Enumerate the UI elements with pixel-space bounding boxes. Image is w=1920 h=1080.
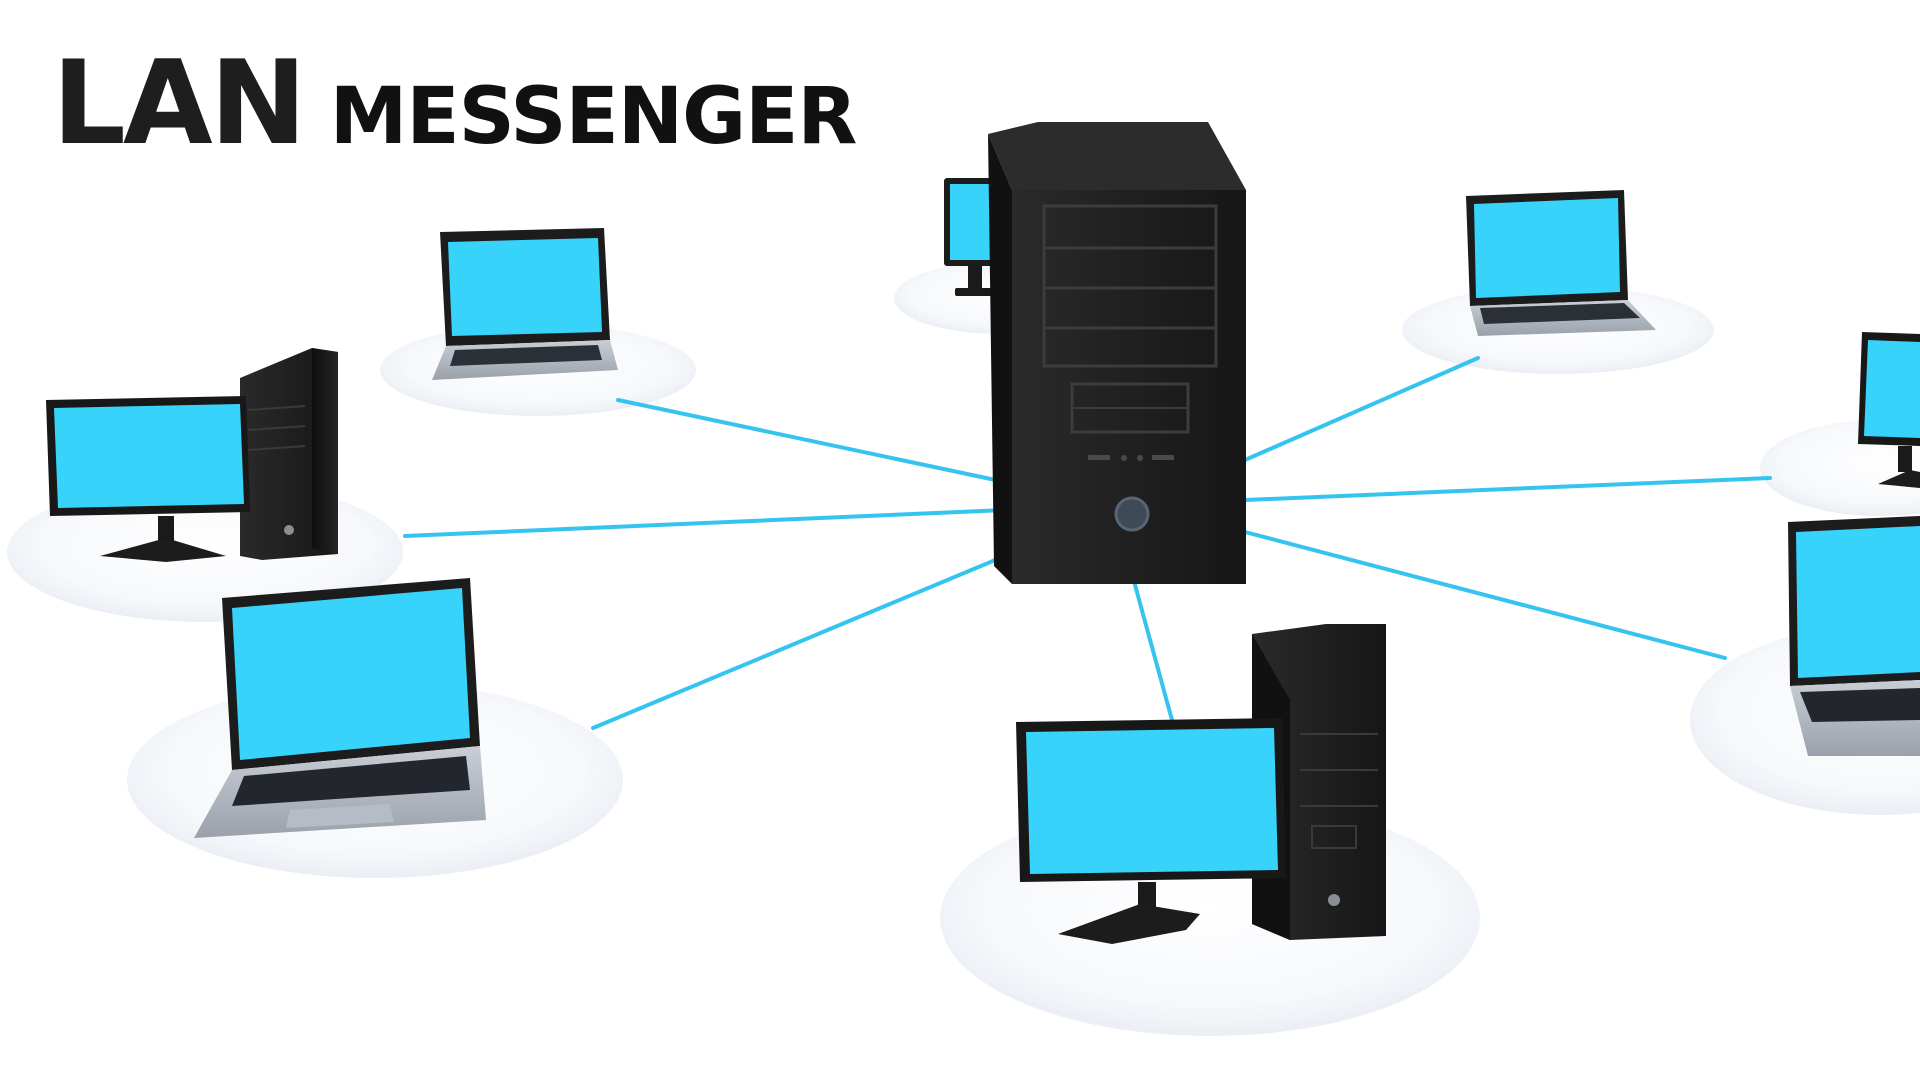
central-server [988, 122, 1246, 584]
laptop-upper-left [432, 228, 618, 380]
link-laptop-lower-left [591, 551, 1014, 730]
laptop-lower-left [194, 578, 486, 838]
title-lan: LAN [52, 36, 307, 171]
link-laptop-upper-right [1243, 356, 1480, 462]
laptop-upper-right [1466, 190, 1656, 336]
title-messenger: MESSENGER [329, 72, 858, 162]
link-desktop-left [403, 508, 1007, 538]
page-title: LAN MESSENGER [52, 36, 858, 171]
laptop-right [1788, 516, 1920, 756]
link-laptop-right [1243, 530, 1727, 660]
monitor-right [1858, 332, 1920, 488]
desktop-bottom [1016, 624, 1386, 944]
desktop-left [46, 348, 338, 562]
link-monitor-right [1243, 476, 1772, 502]
links [403, 356, 1772, 730]
link-desktop-bottom [1130, 572, 1174, 722]
link-laptop-upper-left [616, 398, 1007, 484]
